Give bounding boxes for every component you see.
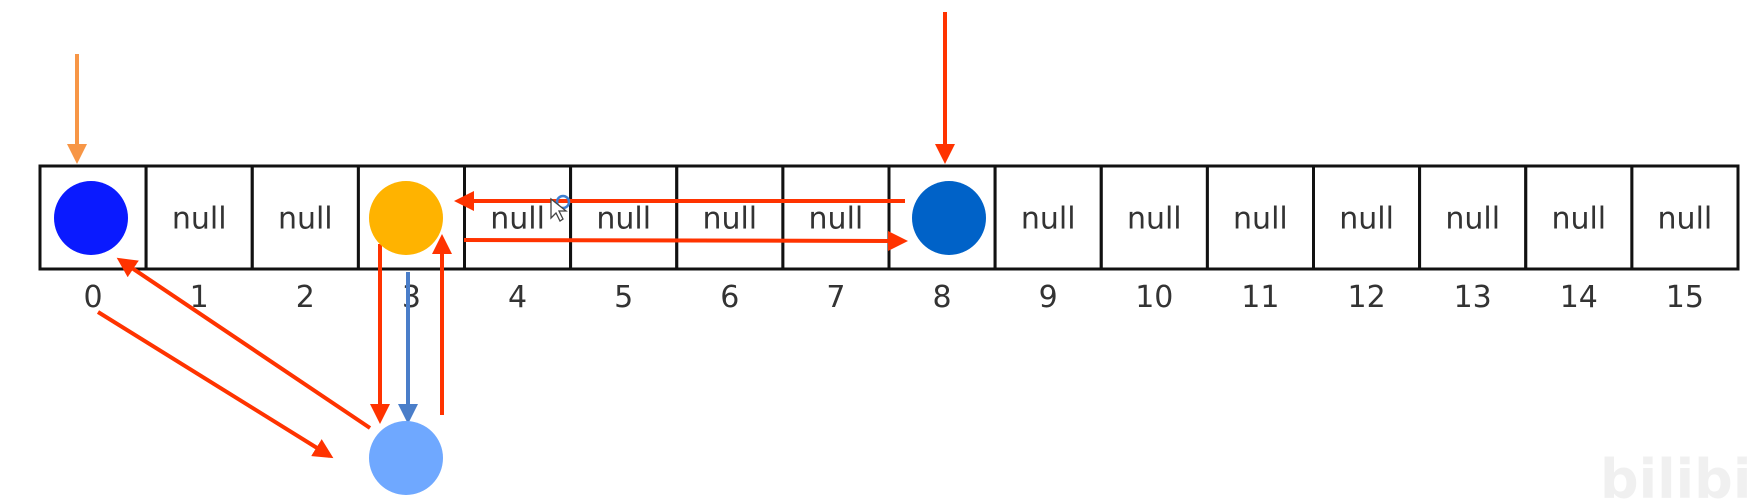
index-label-3: 3	[402, 280, 421, 315]
cell-value-10: null	[1127, 202, 1182, 237]
array-cell-7	[781, 164, 891, 271]
cell-value-13: null	[1445, 202, 1500, 237]
cell-value-7: null	[809, 202, 864, 237]
link-arrow-0-to-detached	[96, 310, 334, 459]
index-label-1: 1	[190, 280, 209, 315]
array-cell-1	[144, 164, 254, 271]
mouse-cursor-icon	[550, 194, 571, 222]
link-arrow-3-to-8	[463, 230, 908, 251]
node-slot-0	[54, 181, 128, 255]
cell-value-6: null	[702, 202, 757, 237]
index-label-13: 13	[1454, 280, 1492, 315]
index-label-8: 8	[933, 280, 952, 315]
cell-value-1: null	[172, 202, 227, 237]
array-cells: null null null null null null null null null null…	[38, 164, 1740, 271]
index-label-12: 12	[1348, 280, 1386, 315]
index-label-2: 2	[296, 280, 315, 315]
index-label-10: 10	[1135, 280, 1173, 315]
index-label-4: 4	[508, 280, 527, 315]
array-cell-5	[569, 164, 679, 271]
cell-value-12: null	[1339, 202, 1394, 237]
index-label-0: 0	[84, 280, 103, 315]
index-label-6: 6	[720, 280, 739, 315]
node-detached	[369, 421, 443, 495]
watermark-text: bilibili	[1600, 448, 1751, 504]
cell-value-11: null	[1233, 202, 1288, 237]
link-arrow-detached-to-0	[116, 257, 372, 430]
cell-value-15: null	[1658, 202, 1713, 237]
index-label-7: 7	[826, 280, 845, 315]
node-slot-3	[369, 181, 443, 255]
array-cell-6	[675, 164, 785, 271]
cell-value-2: null	[278, 202, 333, 237]
array-cell-15	[1630, 164, 1740, 271]
array-cell-2	[250, 164, 360, 271]
index-label-5: 5	[614, 280, 633, 315]
cell-value-14: null	[1551, 202, 1606, 237]
index-label-14: 14	[1560, 280, 1598, 315]
node-slot-8	[912, 181, 986, 255]
cell-value-9: null	[1021, 202, 1076, 237]
cell-value-5: null	[596, 202, 651, 237]
index-label-15: 15	[1666, 280, 1704, 315]
index-label-9: 9	[1039, 280, 1058, 315]
array-cell-11	[1205, 164, 1316, 271]
array-cell-13	[1418, 164, 1528, 271]
index-label-11: 11	[1241, 280, 1279, 315]
cell-value-4: null	[490, 202, 545, 237]
array-cell-12	[1312, 164, 1422, 271]
array-cell-4	[463, 164, 573, 271]
array-cell-9	[993, 164, 1103, 271]
